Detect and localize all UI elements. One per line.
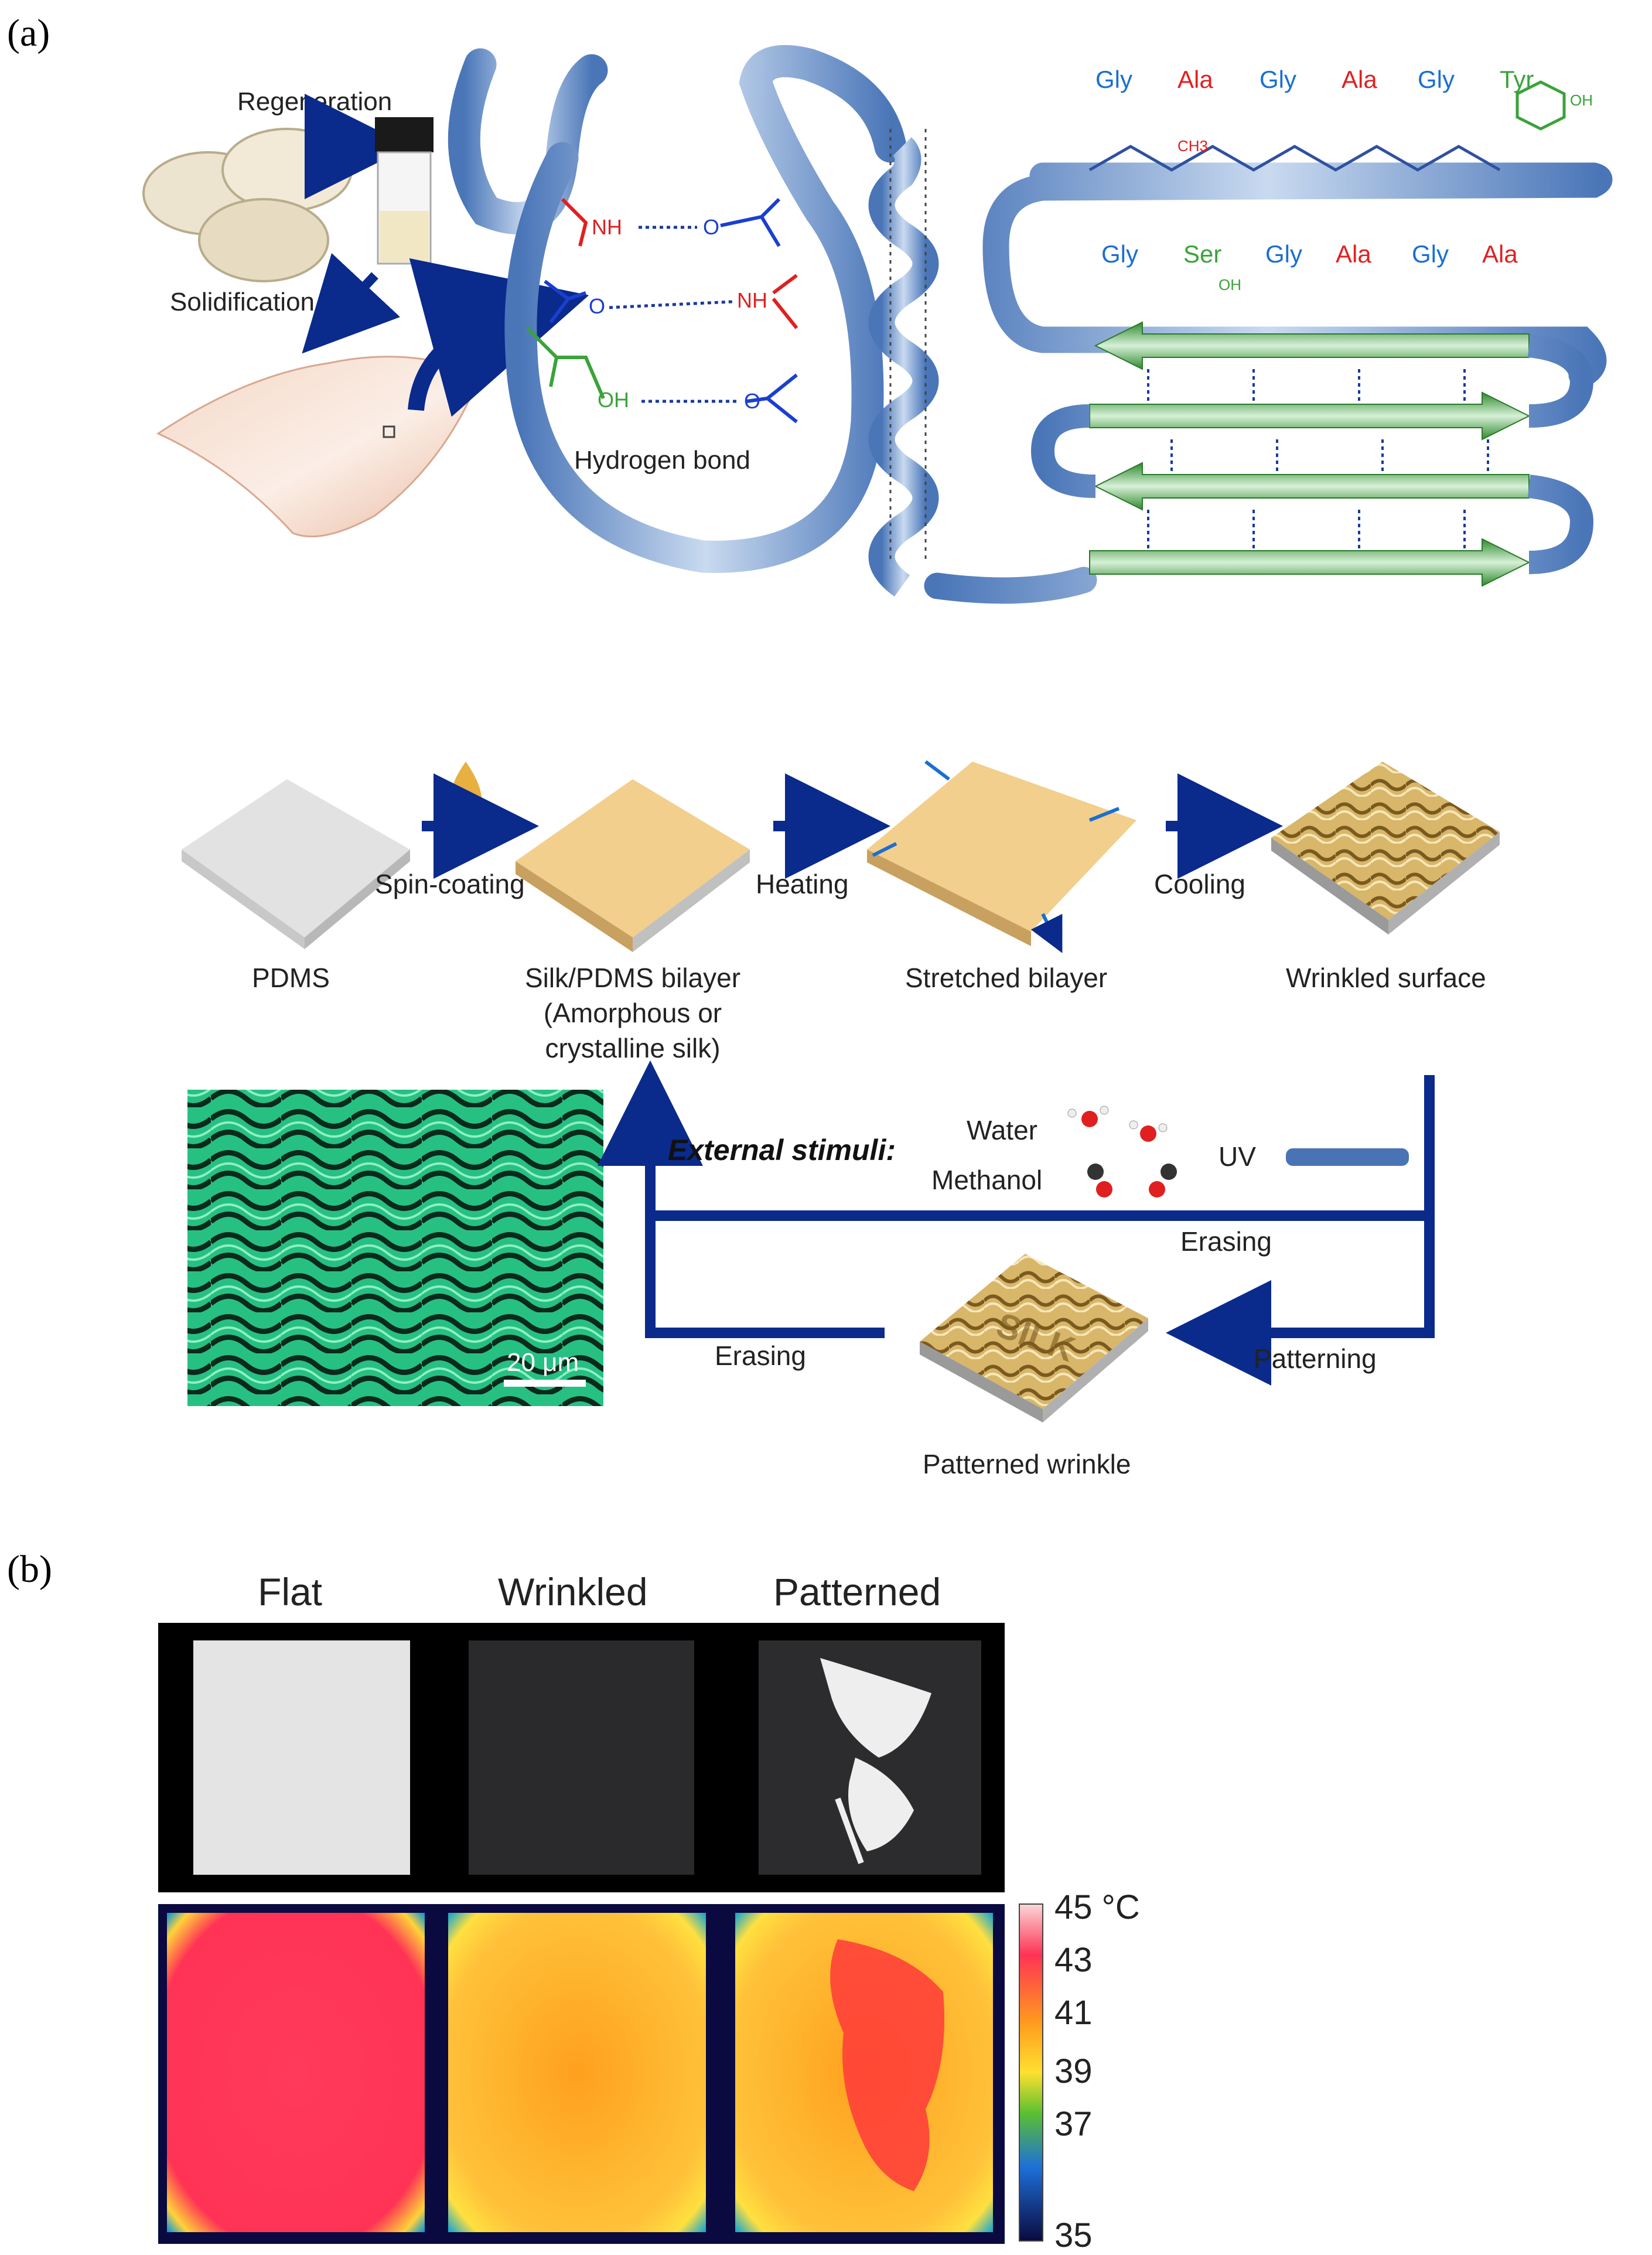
tyrosine-ring: OH — [1516, 80, 1593, 131]
spin-coating-label: Spin-coating — [375, 869, 525, 899]
seq2-res-6: Ala — [1482, 240, 1518, 268]
cycle-lines — [598, 1060, 1435, 1386]
heating-label: Heating — [756, 869, 849, 899]
butterfly-pattern — [820, 1658, 931, 1864]
seq1-res-4: Ala — [1342, 66, 1377, 93]
silk-drop-icon — [449, 762, 482, 820]
seq2-res-1: Gly — [1101, 240, 1138, 268]
ser-oh-label: OH — [1218, 276, 1241, 294]
wrinkled-slab — [1271, 762, 1500, 934]
seq2-res-4: Ala — [1336, 240, 1371, 268]
colorbar-tick-35: 35 — [1054, 2216, 1093, 2254]
colorbar-tick-43: 43 — [1054, 1941, 1093, 1979]
seq2-res-3: Gly — [1265, 240, 1302, 268]
pdms-caption: PDMS — [252, 963, 330, 993]
scale-bar — [504, 1380, 586, 1387]
patterned-wrinkle-slab: SILK — [920, 1254, 1148, 1422]
uv-label: UV — [1218, 1141, 1256, 1172]
nh-label-1: NH — [592, 215, 622, 239]
col-title-patterned: Patterned — [773, 1570, 941, 1613]
erasing-lower-label: Erasing — [715, 1340, 806, 1371]
wrinkled-caption: Wrinkled surface — [1286, 963, 1486, 993]
colorbar — [1019, 1903, 1043, 2242]
panel-label-b: (b) — [7, 1548, 52, 1591]
seq1-res-3: Gly — [1260, 66, 1296, 93]
silk-film-image — [156, 356, 482, 538]
thermal-wrinkled — [448, 1913, 706, 2232]
sequence-row-1: Gly Ala Gly Ala Gly Tyr — [1095, 66, 1534, 93]
stretched-slab — [867, 760, 1136, 946]
o-label-1: O — [703, 215, 719, 239]
o-label-3: O — [744, 389, 760, 413]
backbone-row-1 — [1088, 145, 1501, 172]
oh-label: OH — [598, 388, 629, 412]
sequence-row-2: Gly Ser Gly Ala Gly Ala OH CH3 — [1101, 137, 1518, 294]
solidification-arrow — [302, 253, 401, 354]
seq2-res-2: Ser — [1183, 240, 1221, 268]
nh-label-2: NH — [737, 288, 767, 312]
zoom-marker — [383, 425, 395, 438]
water-label: Water — [967, 1115, 1037, 1145]
hydrogen-bond-label: Hydrogen bond — [574, 446, 750, 475]
panel-label-a: (a) — [7, 12, 50, 54]
wrinkle-micrograph — [187, 1090, 603, 1406]
colorbar-ticks: 45 °C 43 41 39 37 35 — [1054, 1888, 1140, 2254]
solidification-label: Solidification — [170, 288, 315, 316]
sequence-ribbon — [924, 162, 1613, 604]
hbond-group: NH O O NH OH O — [525, 197, 798, 424]
beta-sheet-strands — [1030, 321, 1594, 587]
thermal-flat — [167, 1913, 425, 2232]
tyr-oh-label: OH — [1570, 91, 1593, 109]
bilayer-slab — [516, 779, 750, 952]
stretched-caption: Stretched bilayer — [905, 963, 1107, 993]
pdms-slab — [182, 779, 410, 949]
alpha-helix — [868, 129, 939, 597]
photo-wrinkled — [469, 1640, 694, 1875]
bilayer-caption-3: crystalline silk) — [545, 1033, 720, 1063]
colorbar-tick-45: 45 °C — [1054, 1888, 1140, 1926]
bilayer-caption-2: (Amorphous or — [544, 998, 722, 1028]
colorbar-tick-39: 39 — [1054, 2052, 1093, 2090]
colorbar-tick-37: 37 — [1054, 2105, 1093, 2143]
uv-beam — [1286, 1148, 1409, 1166]
protein-loop-ribbon — [448, 45, 907, 573]
colorbar-tick-41: 41 — [1054, 1994, 1093, 2032]
methanol-label: Methanol — [931, 1165, 1042, 1195]
patterned-wrinkle-caption: Patterned wrinkle — [923, 1449, 1131, 1479]
vial-image — [375, 117, 434, 265]
external-stimuli-label: External stimuli: — [668, 1134, 896, 1166]
seq1-res-1: Gly — [1095, 66, 1132, 93]
seq2-res-5: Gly — [1412, 240, 1449, 268]
col-title-flat: Flat — [258, 1570, 322, 1613]
cooling-label: Cooling — [1154, 869, 1245, 899]
photo-flat — [193, 1640, 410, 1875]
molecule-icons — [1067, 1106, 1177, 1198]
sheet-hbond-lines — [1147, 369, 1489, 551]
erasing-upper-label: Erasing — [1180, 1226, 1272, 1257]
bilayer-caption-1: Silk/PDMS bilayer — [525, 963, 740, 993]
regeneration-label: Regeneration — [237, 87, 392, 116]
patterning-label: Patterning — [1254, 1343, 1377, 1374]
seq1-res-2: Ala — [1177, 66, 1213, 93]
ch3-label: CH3 — [1177, 137, 1208, 155]
col-title-wrinkled: Wrinkled — [498, 1570, 648, 1613]
seq1-res-5: Gly — [1418, 66, 1455, 93]
thermal-butterfly-hotspot — [830, 1939, 944, 2191]
o-label-2: O — [589, 294, 605, 318]
zoom-arrow — [408, 258, 589, 417]
scale-bar-label: 20 μm — [507, 1348, 579, 1377]
